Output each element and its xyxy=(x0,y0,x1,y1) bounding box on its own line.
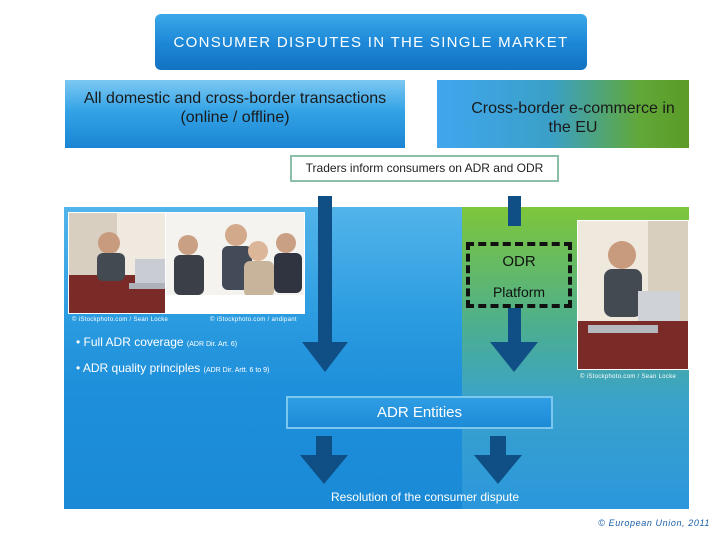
copyright-notice: © European Union, 2011 xyxy=(598,518,710,528)
adr-entities-box: ADR Entities xyxy=(286,396,553,429)
arrow-down-left-1 xyxy=(302,196,348,372)
odr-platform-box: ODR Platform xyxy=(466,242,572,308)
odr-subtitle: Platform xyxy=(470,284,568,300)
arrow-down-right-1 xyxy=(508,196,521,226)
arrow-down-right-2 xyxy=(490,308,538,372)
arrow-down-right-3 xyxy=(474,436,522,484)
odr-title: ODR xyxy=(470,253,568,270)
arrow-down-left-2 xyxy=(300,436,348,484)
resolution-label: Resolution of the consumer dispute xyxy=(290,490,560,504)
